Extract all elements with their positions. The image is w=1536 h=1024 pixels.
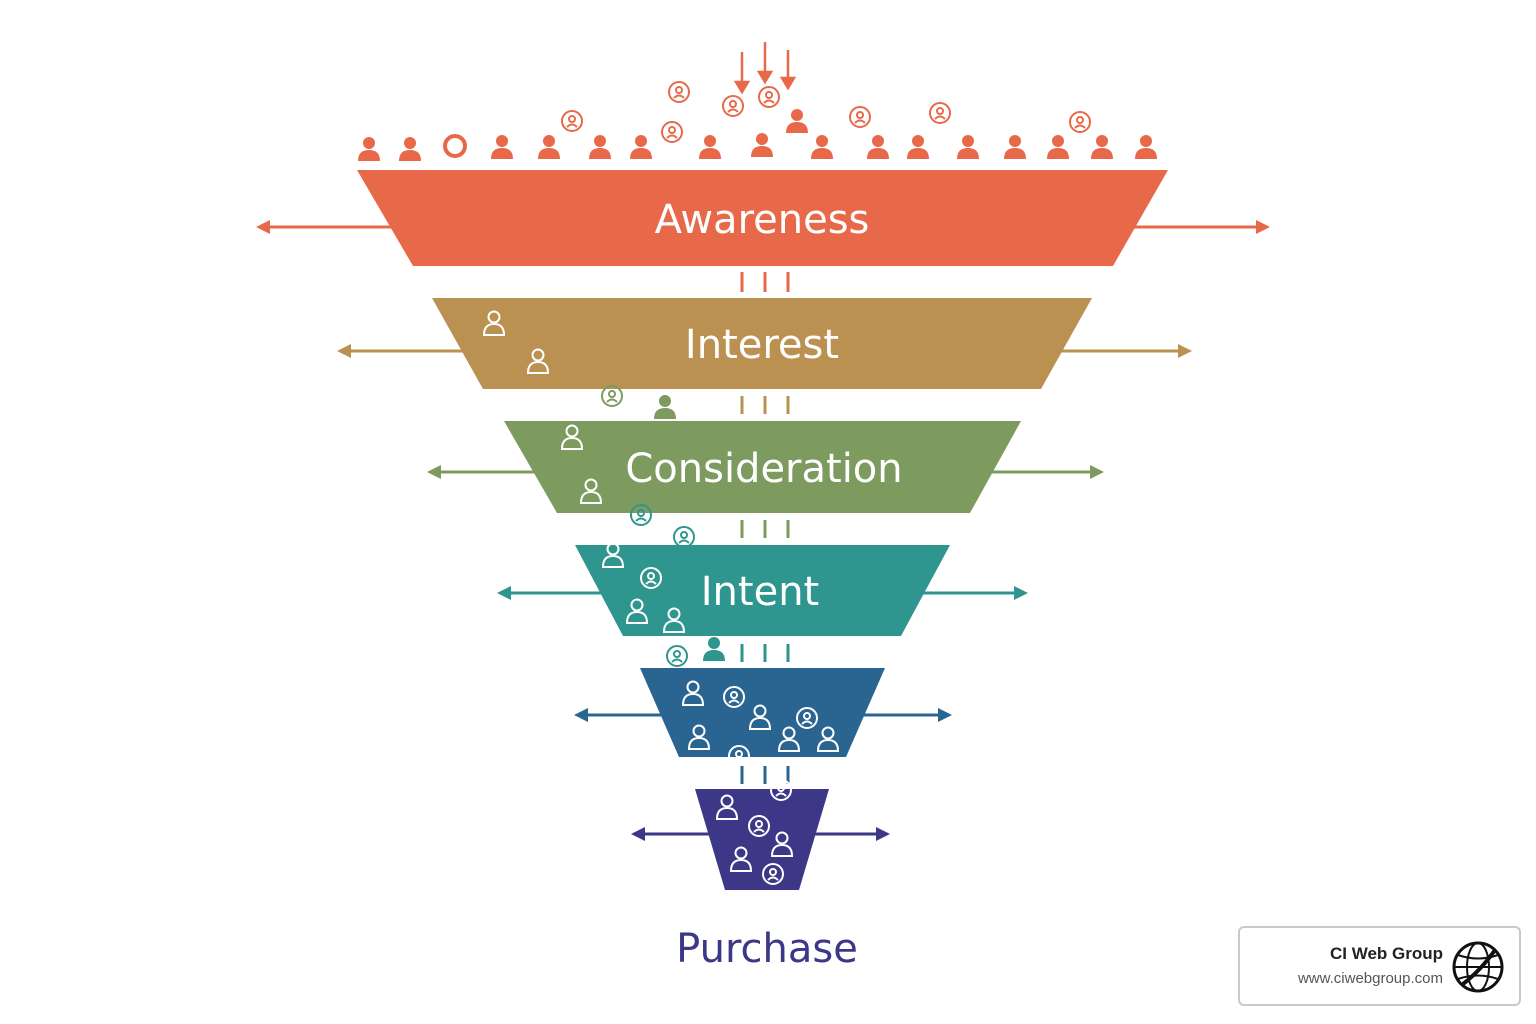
stage-label: Intent (701, 569, 819, 615)
right-arrow-icon (1014, 586, 1028, 600)
brand-name: CI Web Group (1329, 944, 1443, 963)
left-arrow-icon (631, 827, 645, 841)
stage-awareness: Awareness (256, 170, 1270, 266)
left-arrow-icon (574, 708, 588, 722)
globe-icon (1452, 941, 1504, 993)
crowd-badge-icons (443, 81, 1091, 158)
connector-lines (740, 396, 790, 414)
stage-shape (357, 170, 1168, 266)
crowd-person-icons (358, 109, 1157, 161)
connector-lines (740, 272, 790, 292)
stage-consideration: Consideration (427, 421, 1104, 513)
stage-five (574, 668, 952, 767)
right-arrow-icon (1178, 344, 1192, 358)
falling-person-icons (666, 637, 725, 667)
connector-lines (740, 520, 790, 538)
right-arrow-icon (876, 827, 890, 841)
right-arrow-icon (938, 708, 952, 722)
left-arrow-icon (256, 220, 270, 234)
stage-shape (695, 789, 829, 890)
left-arrow-icon (427, 465, 441, 479)
left-arrow-icon (337, 344, 351, 358)
stage-label: Awareness (655, 197, 870, 243)
left-arrow-icon (497, 586, 511, 600)
stage-label: Interest (685, 322, 839, 368)
brand-watermark: CI Web Group www.ciwebgroup.com (1238, 926, 1521, 1006)
stage-label: Consideration (625, 446, 902, 492)
connector-lines (740, 644, 790, 662)
stage-shape (640, 668, 885, 757)
brand-url: www.ciwebgroup.com (1297, 970, 1443, 987)
purchase-label: Purchase (676, 926, 858, 972)
stage-intent: Intent (497, 542, 1028, 636)
stage-shape (504, 421, 1021, 513)
stage-interest: Interest (337, 298, 1192, 389)
incoming-arrows (733, 42, 797, 95)
right-arrow-icon (1090, 465, 1104, 479)
falling-person-icons (601, 385, 676, 419)
connector-lines (740, 766, 790, 784)
stage-six (631, 779, 890, 890)
right-arrow-icon (1256, 220, 1270, 234)
stage-shape (432, 298, 1092, 389)
